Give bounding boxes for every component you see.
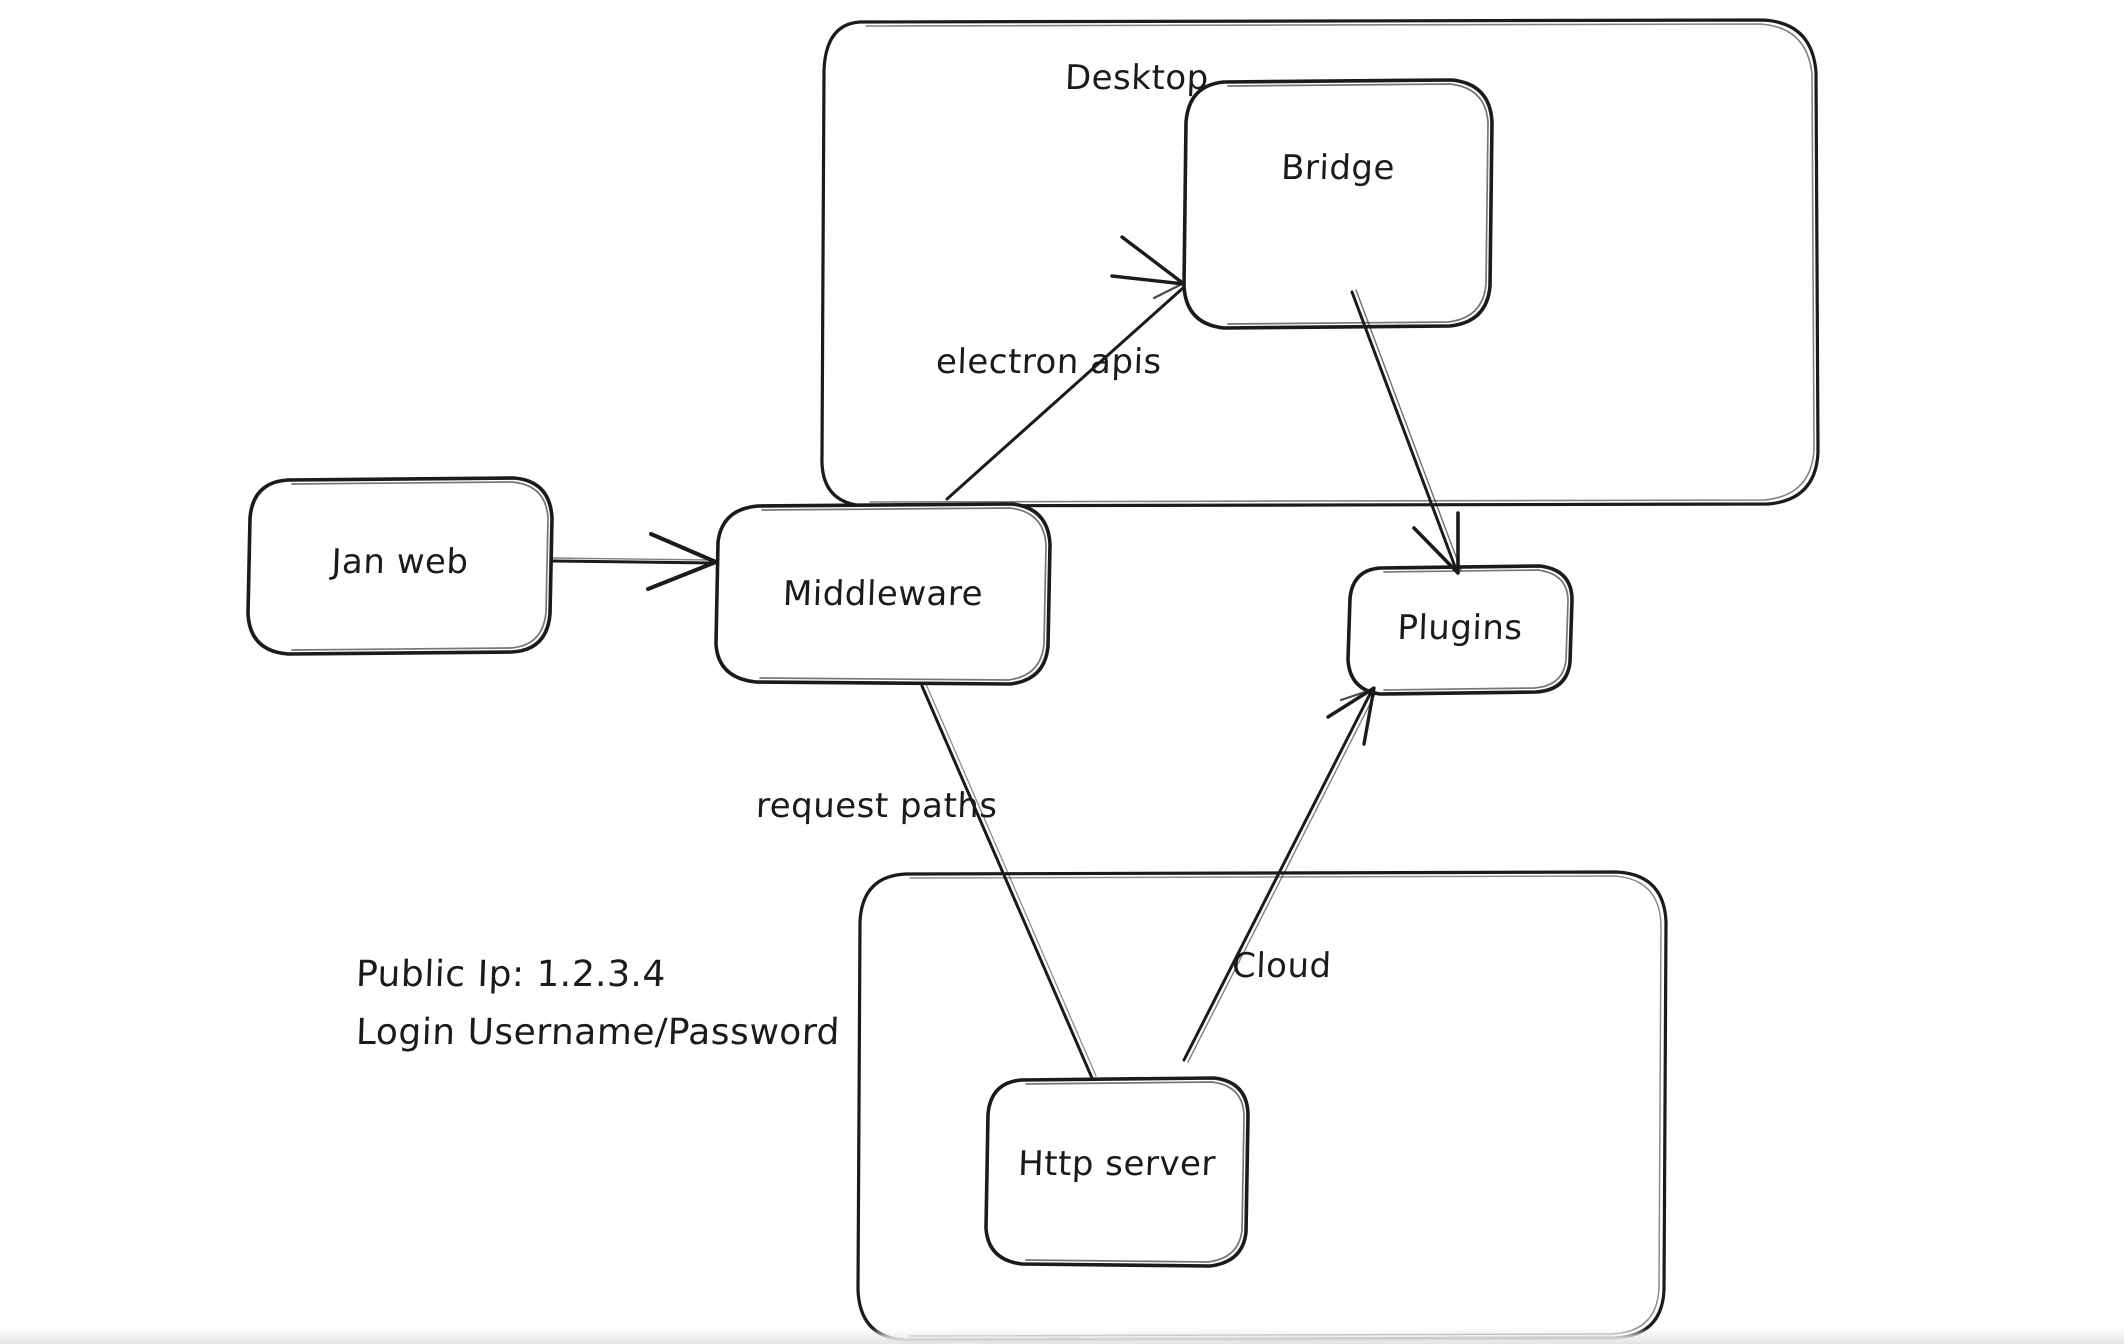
edge-middleware-to-httpserver-line	[920, 684, 1094, 1080]
bottom-edge-shadow	[0, 1328, 2124, 1344]
bridge-box-outline	[1182, 78, 1494, 330]
edge-httpserver-to-plugins-line-second-pass	[1187, 691, 1377, 1063]
plugins-box-outline	[1346, 564, 1574, 696]
middleware-box-outline-second-pass	[759, 507, 1047, 681]
edge-middleware-to-bridge-line	[945, 286, 1185, 501]
edge-bridge-to-plugins-arrowhead	[1412, 511, 1460, 575]
note-public-ip: Public Ip: 1.2.3.4	[355, 954, 667, 995]
edge-httpserver-to-plugins-arrowhead-extra	[1339, 687, 1376, 702]
edge-middleware-to-httpserver-line-second-pass	[925, 683, 1097, 1077]
cloud-container-outline	[856, 870, 1668, 1342]
node-plugins[interactable]	[1346, 564, 1574, 696]
group-desktop	[820, 18, 1820, 508]
node-label-bridge: Bridge	[1280, 148, 1396, 188]
edge-janweb-to-middleware-line-second-pass	[552, 557, 713, 561]
node-label-jan-web: Jan web	[330, 542, 470, 582]
jan-web-box-outline-second-pass	[291, 481, 549, 651]
group-cloud	[856, 870, 1668, 1342]
middleware-box-outline	[714, 502, 1052, 686]
node-label-http-server: Http server	[1017, 1144, 1217, 1184]
edge-bridge-to-plugins-line-second-pass	[1355, 289, 1462, 571]
edge-httpserver-to-plugins-line	[1182, 688, 1374, 1062]
desktop-container-outline-second-pass	[865, 23, 1815, 503]
edge-bridge-to-plugins-line	[1350, 290, 1459, 574]
edge-janweb-to-middleware	[551, 532, 718, 591]
node-label-plugins: Plugins	[1396, 608, 1524, 648]
edge-label-cloud: Cloud	[1231, 946, 1333, 986]
edge-middleware-to-httpserver	[920, 683, 1097, 1080]
http-server-box-outline	[984, 1076, 1250, 1268]
note-login-credentials: Login Username/Password	[355, 1012, 841, 1053]
edge-middleware-to-bridge-arrowhead	[1110, 235, 1186, 286]
jan-web-box-outline	[246, 476, 554, 656]
edge-janweb-to-middleware-arrowhead	[646, 532, 718, 591]
group-label-desktop: Desktop	[1064, 58, 1210, 98]
edge-label-request-paths: request paths	[755, 786, 999, 826]
edge-middleware-to-bridge-arrowhead-extra	[1152, 281, 1186, 300]
node-middleware[interactable]	[714, 502, 1052, 686]
node-label-middleware: Middleware	[782, 574, 984, 614]
edge-httpserver-to-plugins	[1182, 686, 1377, 1063]
node-http-server[interactable]	[984, 1076, 1250, 1268]
http-server-box-outline-second-pass	[1025, 1081, 1245, 1263]
desktop-container-outline	[820, 18, 1820, 508]
edge-middleware-to-bridge	[945, 235, 1186, 501]
node-bridge[interactable]	[1182, 78, 1494, 330]
plugins-box-outline-second-pass	[1383, 569, 1569, 691]
bridge-box-outline-second-pass	[1227, 83, 1489, 325]
edge-label-electron-apis: electron apis	[935, 342, 1163, 382]
edge-janweb-to-middleware-line	[551, 559, 716, 565]
edge-bridge-to-plugins	[1350, 289, 1462, 575]
node-jan-web[interactable]	[246, 476, 554, 656]
